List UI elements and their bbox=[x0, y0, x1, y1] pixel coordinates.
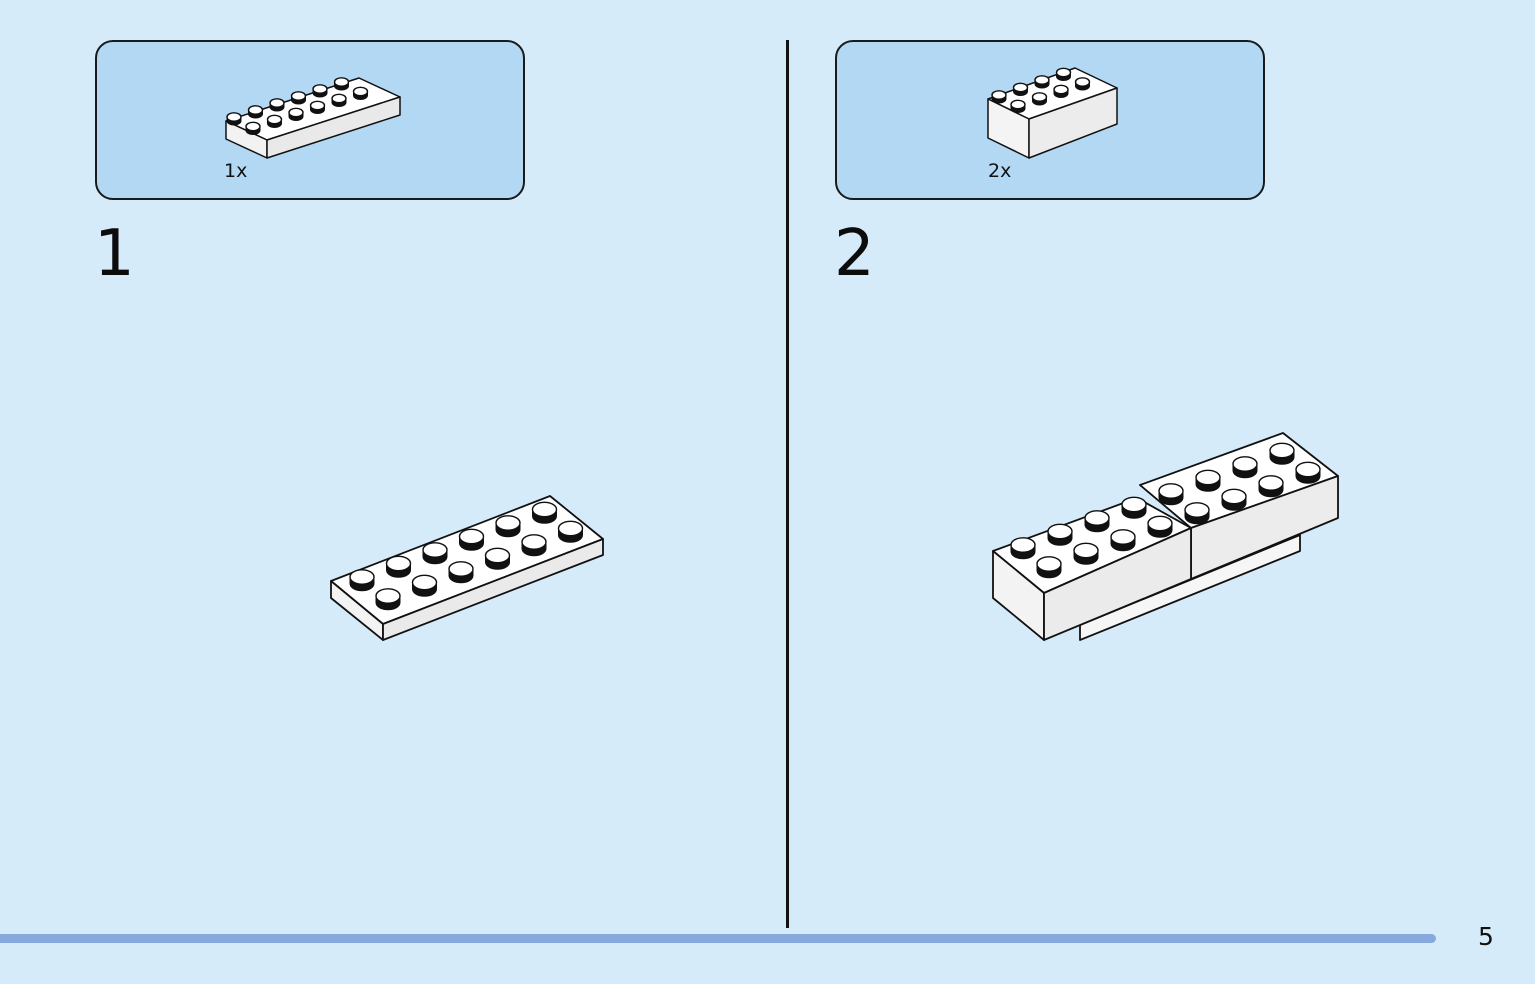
step-divider bbox=[786, 40, 789, 928]
step-number: 1 bbox=[94, 217, 135, 291]
parts-callout-step-2: 2x bbox=[835, 40, 1265, 200]
part-quantity: 1x bbox=[224, 160, 248, 182]
step-number: 2 bbox=[834, 217, 875, 291]
page-number: 5 bbox=[1478, 922, 1494, 951]
page-progress-bar bbox=[0, 934, 1436, 943]
brick-2x4-icon bbox=[987, 67, 1118, 159]
parts-callout-step-1: 1x bbox=[95, 40, 525, 200]
plate-2x6-icon bbox=[225, 77, 401, 159]
part-quantity: 2x bbox=[988, 160, 1012, 182]
